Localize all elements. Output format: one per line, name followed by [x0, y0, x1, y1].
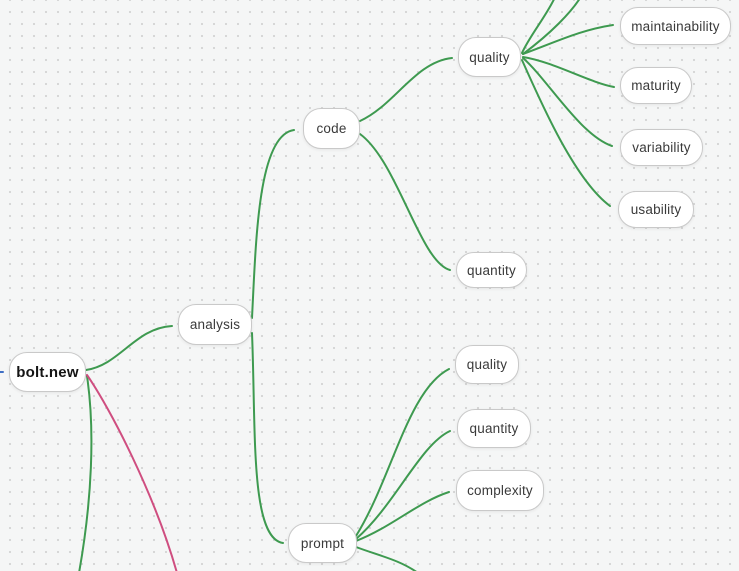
mindmap-node-quantity-code[interactable]: quantity [456, 252, 527, 288]
mindmap-node-code[interactable]: code [303, 108, 360, 149]
node-label: complexity [467, 483, 533, 498]
mindmap-node-variability[interactable]: variability [620, 129, 703, 166]
node-label: maintainability [631, 18, 720, 34]
node-label: maturity [631, 78, 681, 93]
edge-bolt-new-to-offscreen-bottom-2 [86, 374, 178, 571]
edge-bolt-new-to-analysis [85, 325, 173, 371]
edge-quality-code-to-variability [522, 57, 613, 147]
mindmap-node-quality-prompt[interactable]: quality [455, 345, 519, 384]
edge-analysis-to-prompt [251, 332, 284, 544]
node-label: code [316, 121, 347, 136]
node-label: prompt [300, 535, 345, 551]
node-label: bolt.new [16, 363, 79, 381]
node-label: quality [469, 49, 510, 65]
mindmap-node-maturity[interactable]: maturity [620, 67, 692, 104]
mindmap-node-analysis[interactable]: analysis [178, 304, 252, 345]
edge-prompt-to-quality-prompt [355, 368, 450, 537]
edge-bolt-new-to-offscreen-bottom-1 [78, 375, 93, 571]
node-label: analysis [189, 317, 241, 332]
mindmap-node-quantity-prompt[interactable]: quantity [457, 409, 531, 448]
edge-code-to-quality-code [359, 57, 453, 122]
node-label: quantity [469, 421, 519, 436]
edge-prompt-to-quantity-prompt [355, 430, 451, 540]
edge-analysis-to-code [251, 129, 295, 319]
edge-prompt-to-complexity [355, 491, 450, 542]
edge-quality-code-to-maturity [522, 56, 615, 88]
mindmap-node-bolt-new[interactable]: bolt.new [9, 352, 86, 392]
mindmap-node-maintainability[interactable]: maintainability [620, 7, 731, 45]
node-label: quality [466, 357, 508, 372]
node-label: usability [630, 202, 682, 217]
edge-quality-code-to-offscreen-top-2 [522, 0, 580, 55]
mindmap-node-prompt[interactable]: prompt [288, 523, 357, 563]
mindmap-node-complexity[interactable]: complexity [456, 470, 544, 511]
edge-prompt-to-offscreen-bottom-3 [355, 546, 417, 571]
edge-quality-code-to-offscreen-top-1 [521, 0, 555, 54]
edge-quality-code-to-maintainability [522, 24, 614, 55]
edge-quality-code-to-usability [521, 59, 611, 207]
mindmap-node-quality-code[interactable]: quality [458, 37, 521, 77]
mindmap-node-usability[interactable]: usability [618, 191, 694, 228]
node-label: quantity [467, 262, 516, 278]
edge-code-to-quantity-code [359, 133, 451, 271]
node-label: variability [632, 140, 691, 155]
